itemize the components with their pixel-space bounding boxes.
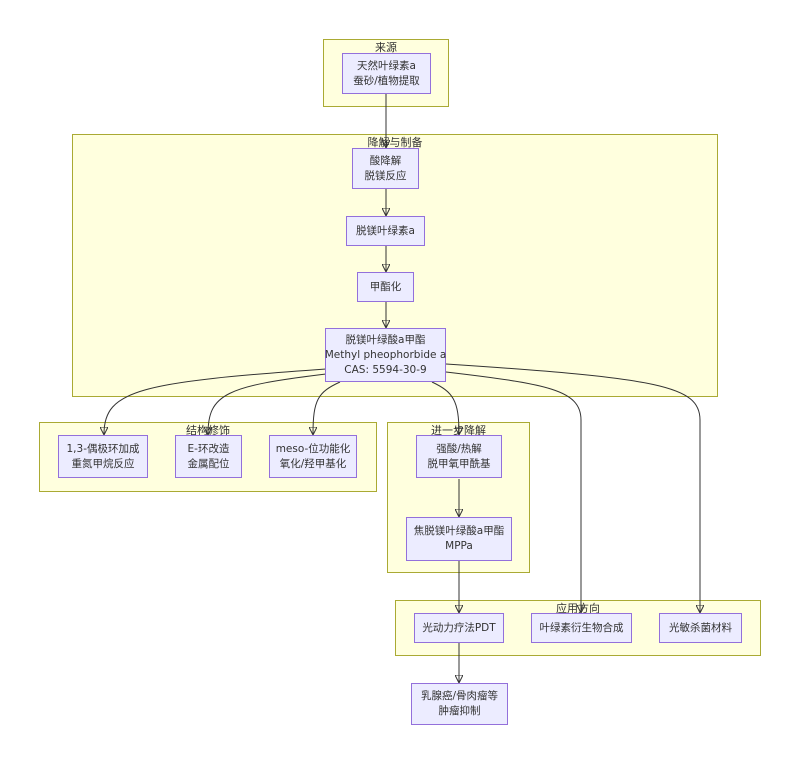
node-tumor-suppression-line1: 乳腺癌/骨肉瘤等	[420, 690, 499, 702]
node-meso-functionalization: meso-位功能化 氧化/羟甲基化	[269, 435, 357, 478]
node-strong-acid-pyrolysis-line1: 强酸/热解	[436, 442, 482, 455]
node-photosensitive-antibacterial-line1: 光敏杀菌材料	[669, 621, 732, 634]
node-dipolar-cycloaddition: 1,3-偶极环加成 重氮甲烷反应	[58, 435, 148, 478]
node-acid-degradation-line1: 酸降解	[369, 154, 402, 167]
node-photodynamic-therapy: 光动力疗法PDT	[414, 613, 504, 643]
node-chlorophyll-derivative-synthesis-line1: 叶绿素衍生物合成	[539, 621, 624, 634]
node-methyl-pheophorbide-a-line3: CAS: 5594-30-9	[344, 363, 427, 376]
node-mppa-line1: 焦脱镁叶绿酸a甲酯	[413, 525, 505, 537]
node-chlorophyll-derivative-synthesis: 叶绿素衍生物合成	[531, 613, 632, 643]
node-tumor-suppression-line2: 肿瘤抑制	[438, 705, 481, 717]
node-methyl-pheophorbide-a: 脱镁叶绿酸a甲酯 Methyl pheophorbide a CAS: 5594…	[325, 328, 446, 382]
node-strong-acid-pyrolysis: 强酸/热解 脱甲氧甲酰基	[416, 435, 502, 478]
node-photodynamic-therapy-line1: 光动力疗法PDT	[422, 621, 496, 634]
node-natural-chlorophyll-a-line2: 蚕砂/植物提取	[353, 74, 420, 87]
node-acid-degradation: 酸降解 脱镁反应	[352, 148, 419, 189]
node-photosensitive-antibacterial: 光敏杀菌材料	[659, 613, 742, 643]
node-dipolar-cycloaddition-line1: 1,3-偶极环加成	[66, 442, 140, 455]
node-methyl-pheophorbide-a-line1: 脱镁叶绿酸a甲酯	[345, 333, 426, 346]
cluster-source-label: 来源	[375, 41, 397, 54]
node-meso-functionalization-line2: 氧化/羟甲基化	[279, 457, 347, 470]
node-tumor-suppression: 乳腺癌/骨肉瘤等 肿瘤抑制	[411, 683, 508, 725]
node-e-ring-modification: E-环改造 金属配位	[175, 435, 242, 478]
node-dipolar-cycloaddition-line2: 重氮甲烷反应	[71, 457, 135, 470]
node-mppa-line2: MPPa	[445, 540, 473, 552]
node-pheophytin-a: 脱镁叶绿素a	[346, 216, 425, 246]
node-pheophytin-a-line1: 脱镁叶绿素a	[356, 224, 415, 237]
node-mppa: 焦脱镁叶绿酸a甲酯 MPPa	[406, 517, 512, 561]
node-methylation: 甲酯化	[357, 272, 414, 302]
node-methyl-pheophorbide-a-line2: Methyl pheophorbide a	[324, 348, 447, 361]
node-acid-degradation-line2: 脱镁反应	[364, 169, 407, 182]
node-e-ring-modification-line1: E-环改造	[187, 442, 230, 455]
node-natural-chlorophyll-a-line1: 天然叶绿素a	[357, 59, 416, 72]
node-meso-functionalization-line1: meso-位功能化	[275, 442, 351, 455]
node-strong-acid-pyrolysis-line2: 脱甲氧甲酰基	[427, 457, 491, 470]
node-methylation-line1: 甲酯化	[369, 280, 402, 293]
node-e-ring-modification-line2: 金属配位	[187, 457, 230, 470]
cluster-prep-label: 降解与制备	[367, 136, 423, 149]
node-natural-chlorophyll-a: 天然叶绿素a 蚕砂/植物提取	[342, 53, 431, 94]
